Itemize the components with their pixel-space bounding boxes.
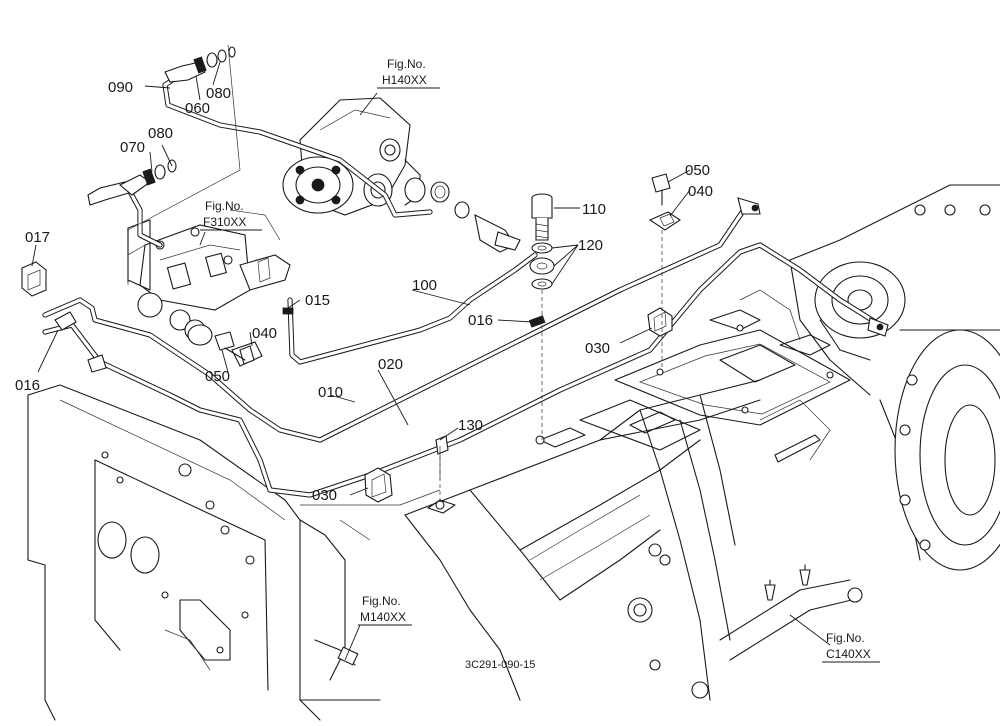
hydraulic-pump xyxy=(282,97,426,216)
label-030-upper: 030 xyxy=(585,340,610,357)
label-050-right: 050 xyxy=(685,162,710,179)
mounting-plate xyxy=(427,324,851,514)
pump-outlet-fittings xyxy=(430,181,521,253)
label-030-lower: 030 xyxy=(312,487,337,504)
pipe-100 xyxy=(287,252,538,365)
bracket-040-right xyxy=(648,211,681,231)
figref-m140-label: Fig.No. xyxy=(362,594,401,608)
clamp-017 xyxy=(21,261,47,297)
bracket-040-left xyxy=(231,341,263,367)
nut-130 xyxy=(435,435,449,480)
figref-f310-label: Fig.No. xyxy=(205,199,244,213)
banjo-bolt-110 xyxy=(531,193,553,241)
figref-c140-code: C140XX xyxy=(826,647,871,661)
label-130: 130 xyxy=(458,417,483,434)
figref-c140: Fig.No. C140XX xyxy=(822,631,880,663)
figref-f310: Fig.No. F310XX xyxy=(200,199,262,231)
transmission-case xyxy=(404,379,863,701)
label-100: 100 xyxy=(412,277,437,294)
label-070: 070 xyxy=(120,139,145,156)
assembly-guide-lines xyxy=(127,44,663,541)
bolt-050-left xyxy=(214,331,246,361)
figref-h140-code: H140XX xyxy=(382,73,427,87)
label-016-left: 016 xyxy=(15,377,40,394)
label-060: 060 xyxy=(185,100,210,117)
label-050-left: 050 xyxy=(205,368,230,385)
pipe-090 xyxy=(162,72,433,218)
figref-c140-label: Fig.No. xyxy=(826,631,865,645)
label-040-left: 040 xyxy=(252,325,277,342)
figref-h140: Fig.No. H140XX xyxy=(377,57,440,89)
label-010: 010 xyxy=(318,384,343,401)
label-080-top: 080 xyxy=(206,85,231,102)
washers-120 xyxy=(529,242,555,290)
front-panel-housing xyxy=(27,384,381,721)
figref-m140-code: M140XX xyxy=(360,610,406,624)
drawing-code: 3C291-090-15 xyxy=(465,659,535,671)
clamp-030-upper xyxy=(647,307,673,337)
figure-references: Fig.No. H140XX Fig.No. F310XX Fig.No. M1… xyxy=(200,57,880,663)
rear-gearbox-housing xyxy=(709,184,1000,571)
label-090: 090 xyxy=(108,79,133,96)
leader-lines xyxy=(31,61,831,661)
pipe-fittings xyxy=(54,46,889,373)
label-040-right: 040 xyxy=(688,183,713,200)
pipe-010 xyxy=(42,205,748,443)
figref-h140-label: Fig.No. xyxy=(387,57,426,71)
label-016-center: 016 xyxy=(468,312,493,329)
label-015: 015 xyxy=(305,292,330,309)
bolt-050-right xyxy=(651,173,671,206)
label-120: 120 xyxy=(578,237,603,254)
label-020: 020 xyxy=(378,356,403,373)
figref-m140: Fig.No. M140XX xyxy=(358,594,412,626)
label-017: 017 xyxy=(25,229,50,246)
label-080-mid: 080 xyxy=(148,125,173,142)
figref-f310-code: F310XX xyxy=(203,215,246,229)
pipe-070 xyxy=(87,181,163,248)
label-110: 110 xyxy=(582,201,606,218)
control-valve xyxy=(137,224,291,346)
part-labels: 090 060 080 080 070 017 016 015 040 050 … xyxy=(15,79,713,504)
clamp-030-lower xyxy=(364,467,393,503)
